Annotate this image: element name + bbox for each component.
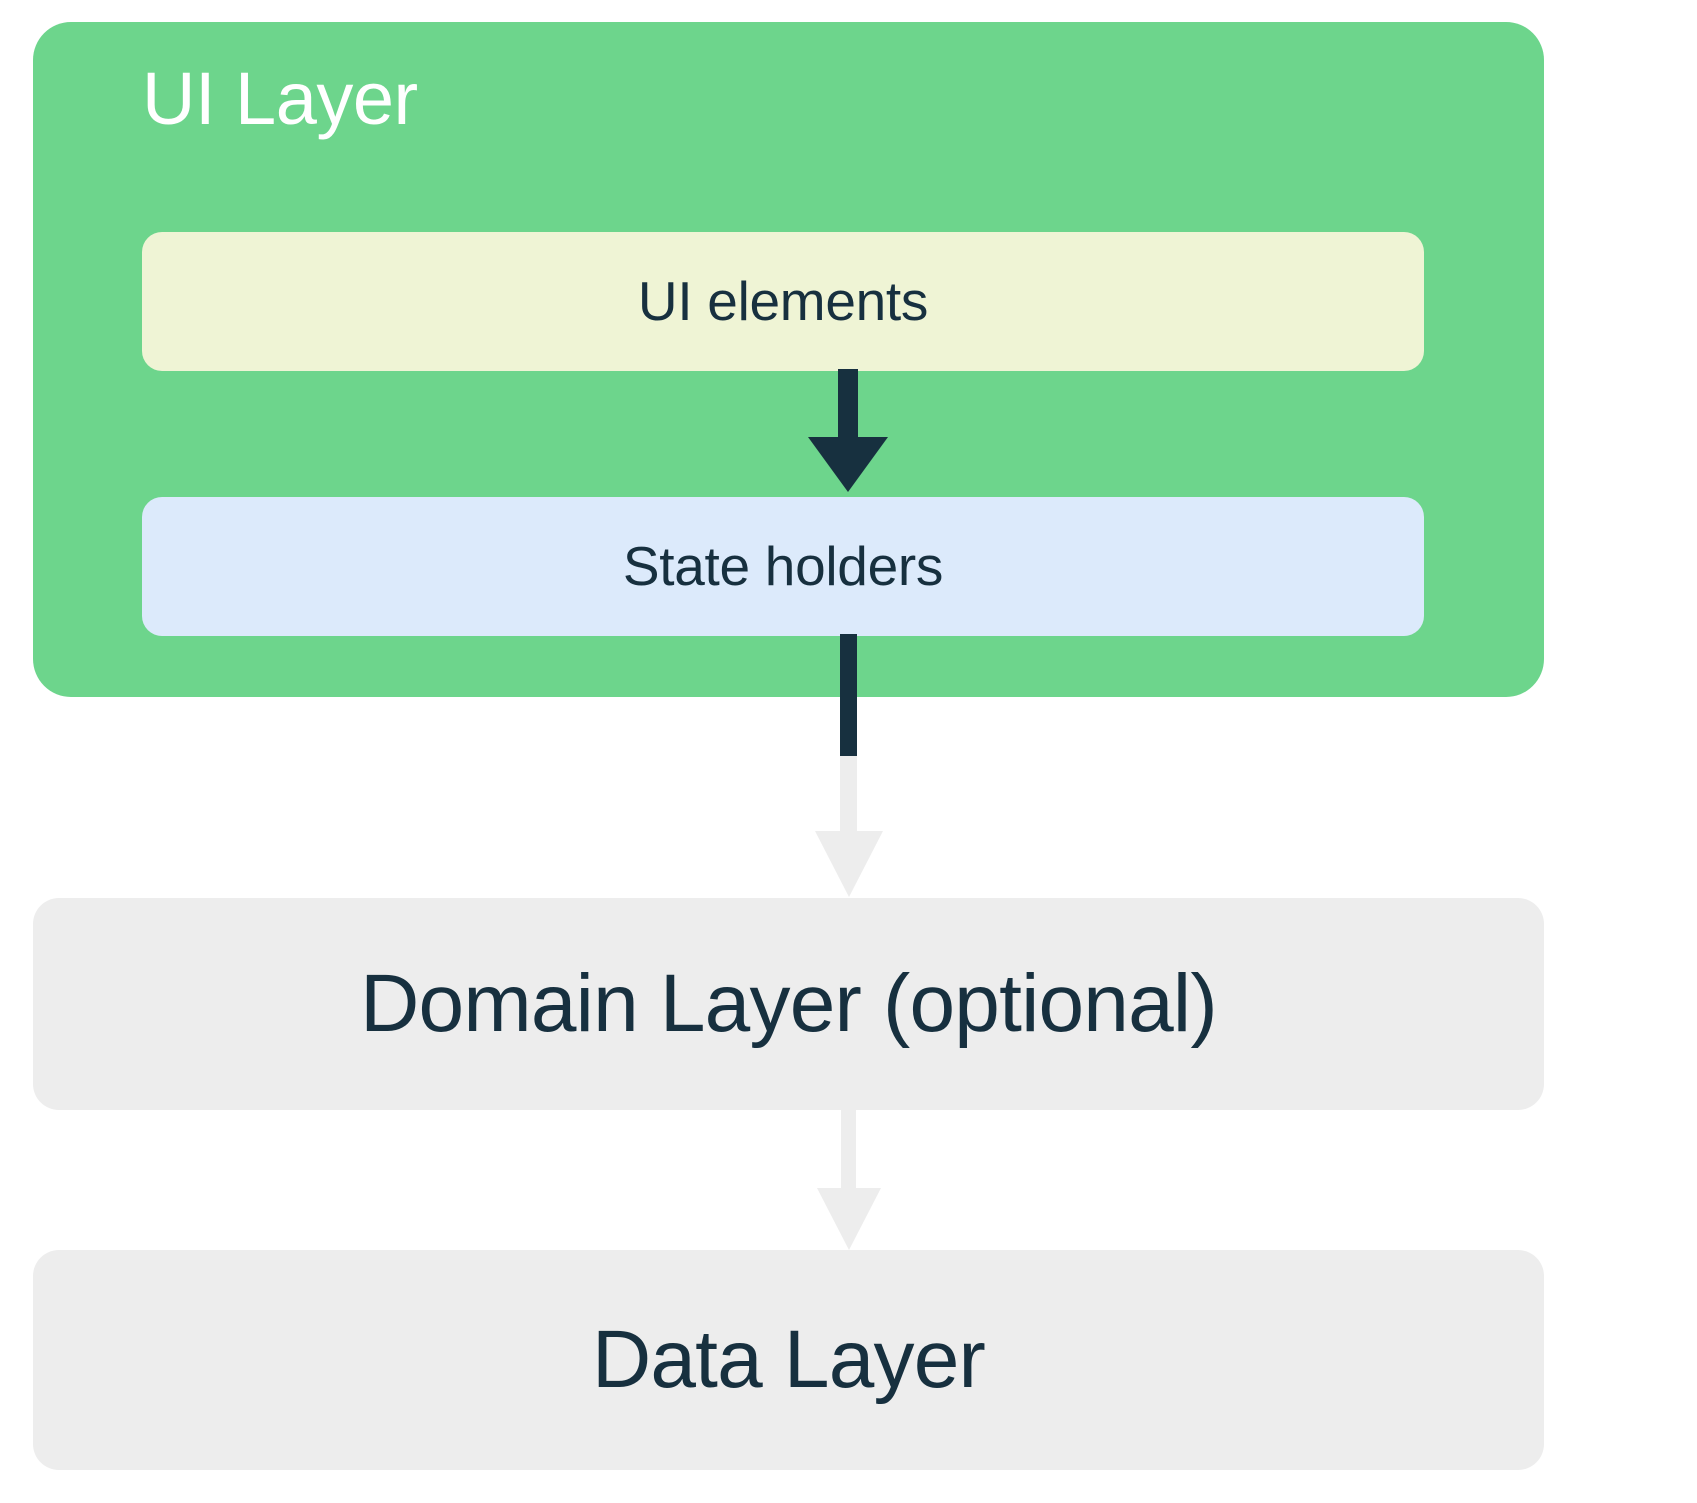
ui-elements-label: UI elements <box>637 270 929 332</box>
ui-elements-box: UI elements <box>142 232 1424 371</box>
ui-layer-title: UI Layer <box>142 57 418 140</box>
ui-layer-container: UI Layer UI elements State holders <box>33 22 1544 697</box>
data-layer-label: Data Layer <box>591 1314 986 1405</box>
data-layer-box: Data Layer <box>33 1250 1544 1470</box>
arrow-domain-layer-to-data-layer <box>817 1109 881 1250</box>
domain-layer-label: Domain Layer (optional) <box>360 958 1218 1049</box>
state-holders-label: State holders <box>622 535 944 597</box>
domain-layer-box: Domain Layer (optional) <box>33 898 1544 1110</box>
state-holders-box: State holders <box>142 497 1424 636</box>
